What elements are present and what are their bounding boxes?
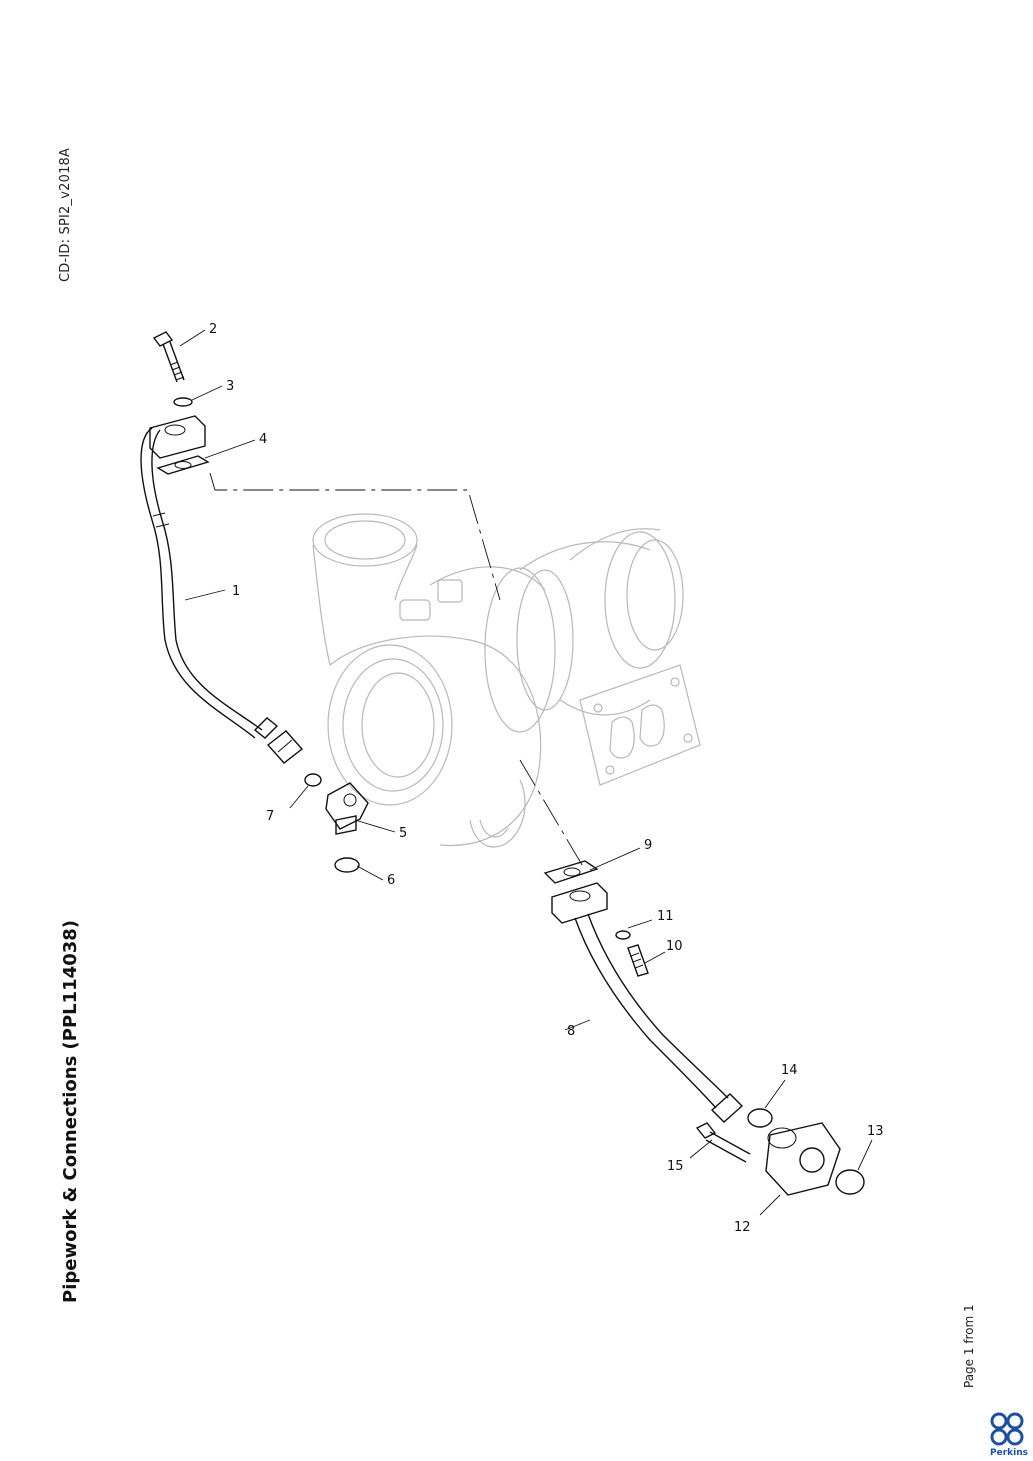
callout-3: 3 (226, 379, 234, 394)
part-14-o-ring (747, 1108, 773, 1128)
callout-14: 14 (781, 1063, 798, 1078)
part-1-flange-block (149, 415, 206, 459)
turbocharger-ghost (312, 513, 701, 848)
callout-2: 2 (209, 322, 217, 337)
part-1-oil-feed-pipe (140, 427, 304, 764)
part-3-washer (173, 397, 193, 407)
part-13-seal-ring (835, 1169, 865, 1195)
part-9-gasket (543, 860, 599, 884)
callout-1: 1 (232, 584, 240, 599)
part-8-oil-drain-pipe (551, 882, 744, 1123)
part-6-seal-ring (334, 857, 360, 873)
part-11-washer (615, 930, 631, 940)
callout-9: 9 (644, 838, 652, 853)
part-15-bolt (695, 1122, 751, 1163)
part-2-bolt (152, 331, 185, 383)
callout-12: 12 (734, 1220, 751, 1235)
callout-6: 6 (387, 873, 395, 888)
part-12-flange-adapter (765, 1122, 841, 1196)
callout-15: 15 (667, 1159, 684, 1174)
part-5-elbow-adapter (325, 782, 369, 835)
perkins-logo-text: Perkins (990, 1448, 1028, 1458)
callout-5: 5 (399, 826, 407, 841)
callout-7: 7 (266, 809, 274, 824)
part-7-o-ring (304, 773, 322, 787)
callout-11: 11 (657, 909, 674, 924)
callout-4: 4 (259, 432, 267, 447)
part-4-gasket (156, 455, 210, 475)
callout-10: 10 (666, 939, 683, 954)
part-10-bolt (627, 944, 649, 977)
callout-13: 13 (867, 1124, 884, 1139)
perkins-logo (990, 1412, 1024, 1446)
callout-8: 8 (567, 1024, 575, 1039)
